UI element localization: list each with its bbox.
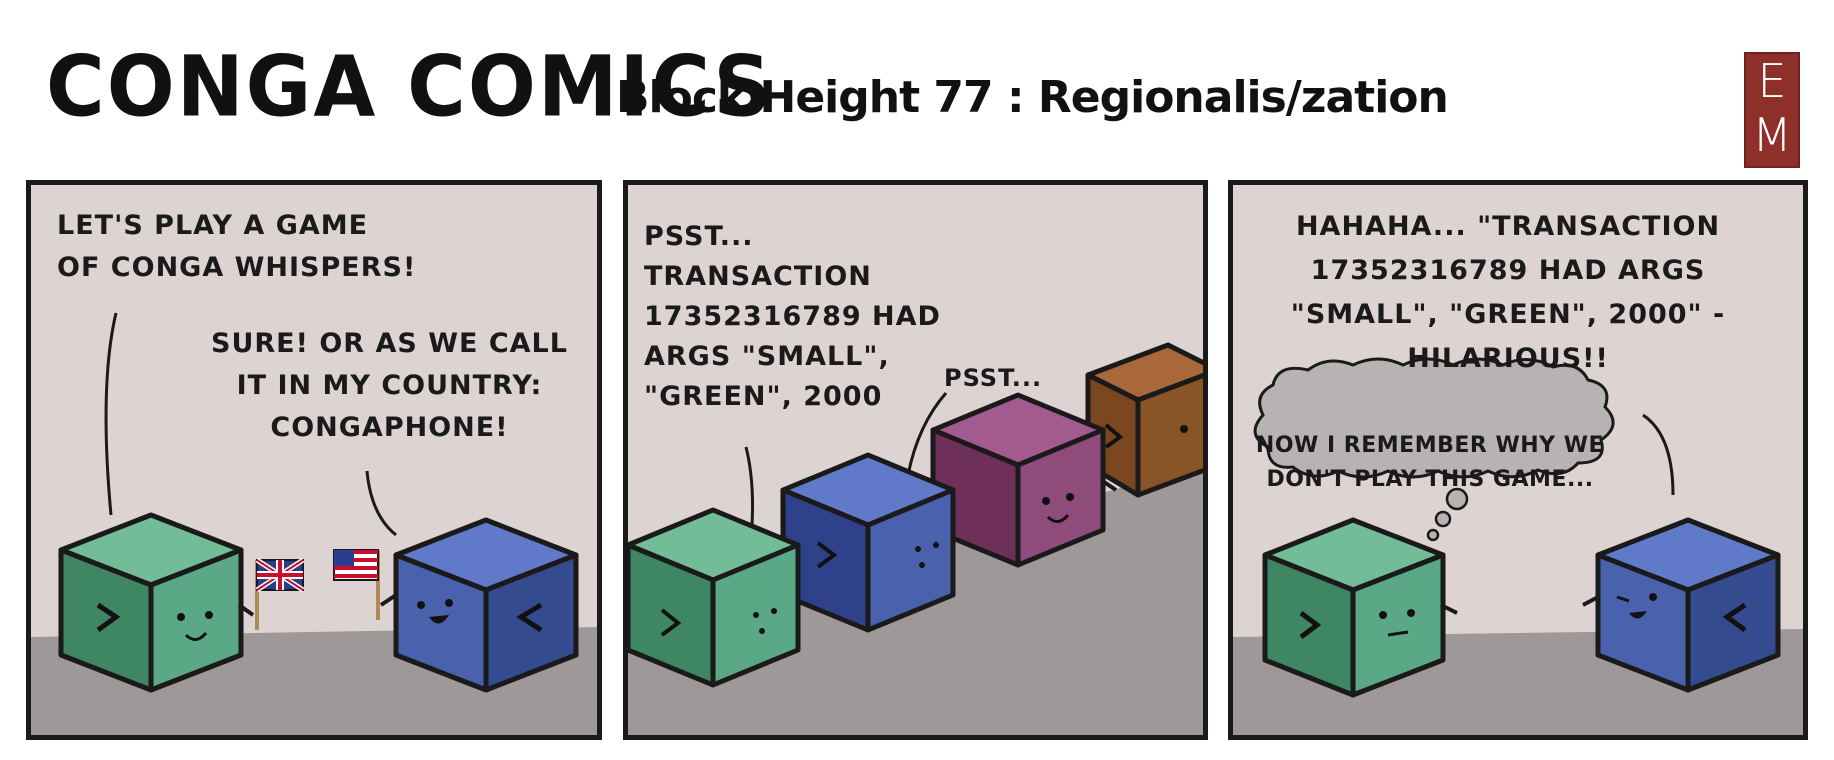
speech-text-1: LET'S PLAY A GAME OF CONGA WHISPERS! — [57, 210, 417, 283]
thought-dot — [1445, 487, 1469, 511]
comic-header: CONGA COMICS Block Height 77 : Regionali… — [0, 0, 1834, 175]
blue-cube-character — [780, 452, 956, 633]
blue-cube-character — [379, 517, 579, 693]
speech-tail — [906, 392, 948, 476]
logo-letter-bottom: M — [1752, 108, 1792, 162]
us-flag-icon — [333, 549, 380, 620]
panel-3-art — [1233, 185, 1803, 735]
thought-bubble — [1253, 357, 1615, 479]
thought-text: NOW I REMEMBER WHY WE DON'T PLAY THIS GA… — [1255, 433, 1605, 492]
thought-dot — [1426, 528, 1440, 542]
em-logo: E M — [1744, 52, 1800, 168]
green-cube-character — [628, 507, 801, 688]
panel-2-art — [628, 185, 1203, 735]
speech-tail — [1642, 413, 1675, 496]
comic-panel-2: PSST... TRANSACTION 17352316789 HAD ARGS… — [623, 180, 1208, 740]
green-cube-character — [1262, 517, 1458, 698]
blue-cube-character — [1582, 517, 1781, 693]
logo-letter-top: E — [1757, 54, 1787, 108]
speech-text-4: PSST... — [944, 364, 1043, 392]
thought-dot — [1434, 510, 1452, 528]
uk-flag-icon — [255, 557, 305, 630]
speech-tail — [365, 470, 397, 537]
green-cube-character — [58, 512, 255, 693]
speech-tail — [104, 312, 118, 516]
speech-text-5: HAHAHA... "TRANSACTION 17352316789 HAD A… — [1290, 211, 1726, 374]
comic-panel-3: HAHAHA... "TRANSACTION 17352316789 HAD A… — [1228, 180, 1808, 740]
comic-panel-1: LET'S PLAY A GAME OF CONGA WHISPERS! SUR… — [26, 180, 602, 740]
speech-text-2: SURE! OR AS WE CALL IT IN MY COUNTRY: CO… — [211, 328, 568, 443]
brown-cube-character — [1085, 342, 1203, 498]
episode-title: Block Height 77 : Regionalis/zation — [616, 72, 1449, 123]
speech-text-3: PSST... TRANSACTION 17352316789 HAD ARGS… — [644, 221, 941, 412]
purple-cube-character — [930, 392, 1118, 568]
panel-1-art — [31, 185, 597, 735]
comic-brand-title: CONGA COMICS — [46, 37, 774, 136]
